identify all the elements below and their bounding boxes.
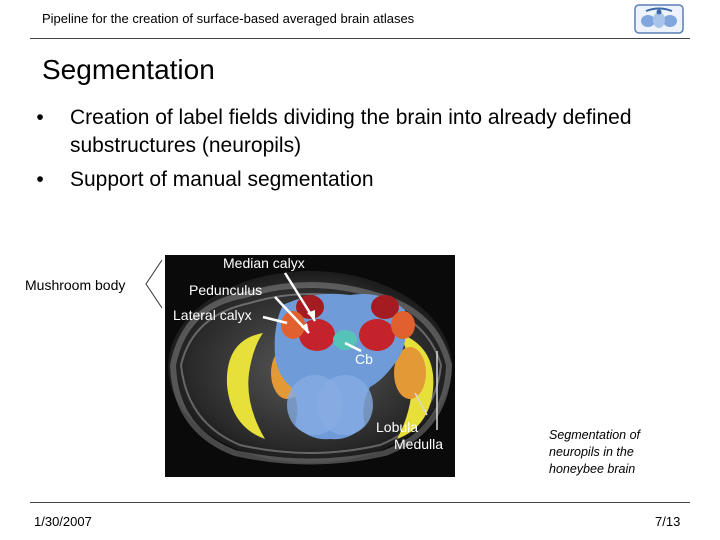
bullet-item: • Support of manual segmentation xyxy=(30,166,670,194)
header-divider xyxy=(30,38,690,39)
pedunculus-label: Pedunculus xyxy=(189,282,263,298)
brain-segmentation-image: Median calyx Pedunculus Lateral calyx Cb… xyxy=(165,255,455,477)
cb-label: Cb xyxy=(355,351,373,367)
bullet-text: Support of manual segmentation xyxy=(70,168,374,191)
bullet-item: • Creation of label fields dividing the … xyxy=(30,104,670,160)
footer-date: 1/30/2007 xyxy=(34,514,92,529)
bullet-marker: • xyxy=(36,168,44,191)
bullet-marker: • xyxy=(36,106,44,129)
institution-logo-icon xyxy=(634,4,684,34)
median-calyx-label: Median calyx xyxy=(223,255,305,271)
footer-divider xyxy=(30,502,690,503)
lobula-label: Lobula xyxy=(376,419,419,435)
bullet-text: Creation of label fields dividing the br… xyxy=(70,106,632,157)
bullet-list: • Creation of label fields dividing the … xyxy=(30,104,670,200)
lateral-calyx-label: Lateral calyx xyxy=(173,307,252,323)
medulla-label: Medulla xyxy=(394,436,444,452)
header-title: Pipeline for the creation of surface-bas… xyxy=(42,11,415,26)
bracket-icon xyxy=(138,258,168,310)
figure-caption: Segmentation of neuropils in the honeybe… xyxy=(549,428,641,476)
page-number: 7/13 xyxy=(655,514,681,529)
slide-title: Segmentation xyxy=(42,54,215,85)
mushroom-body-label: Mushroom body xyxy=(25,277,126,293)
